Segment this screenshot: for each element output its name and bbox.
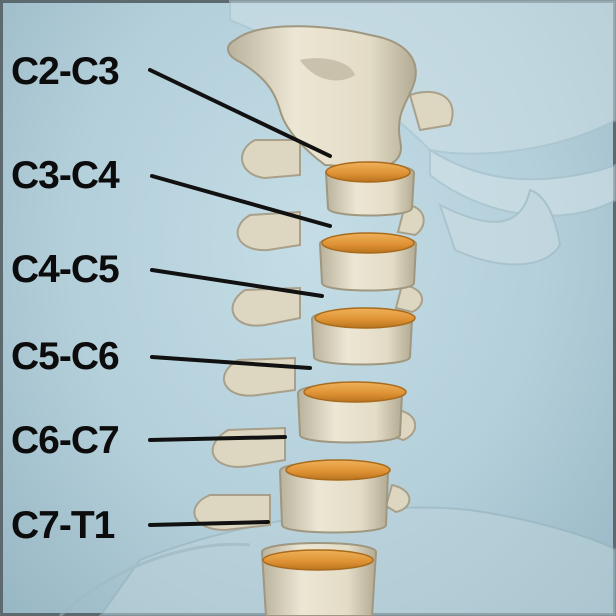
label-c4-c5: C4-C5	[11, 248, 120, 291]
disc-c7-t1	[262, 549, 374, 571]
label-c5-c6: C5-C6	[11, 335, 120, 378]
label-c3-c4: C3-C4	[11, 154, 120, 197]
vertebra-c2	[227, 25, 417, 170]
leader-line-c7-t1	[148, 520, 270, 527]
label-c7-t1: C7-T1	[11, 504, 115, 547]
vertebral-column	[260, 161, 418, 616]
leader-line-c6-c7	[148, 435, 287, 442]
disc-c4-c5	[314, 307, 416, 329]
disc-c2-c3	[325, 161, 411, 183]
leader-line-c4-c5	[150, 268, 324, 298]
disc-c6-c7	[285, 459, 391, 481]
leader-line-c5-c6	[150, 355, 312, 370]
posterior-processes	[193, 90, 454, 532]
disc-c3-c4	[321, 232, 415, 254]
leader-lines	[148, 68, 332, 527]
leader-line-c2-c3	[148, 68, 332, 158]
label-c6-c7: C6-C7	[11, 419, 120, 462]
disc-c5-c6	[303, 381, 407, 403]
label-c2-c3: C2-C3	[11, 50, 120, 93]
leader-line-c3-c4	[150, 174, 332, 228]
